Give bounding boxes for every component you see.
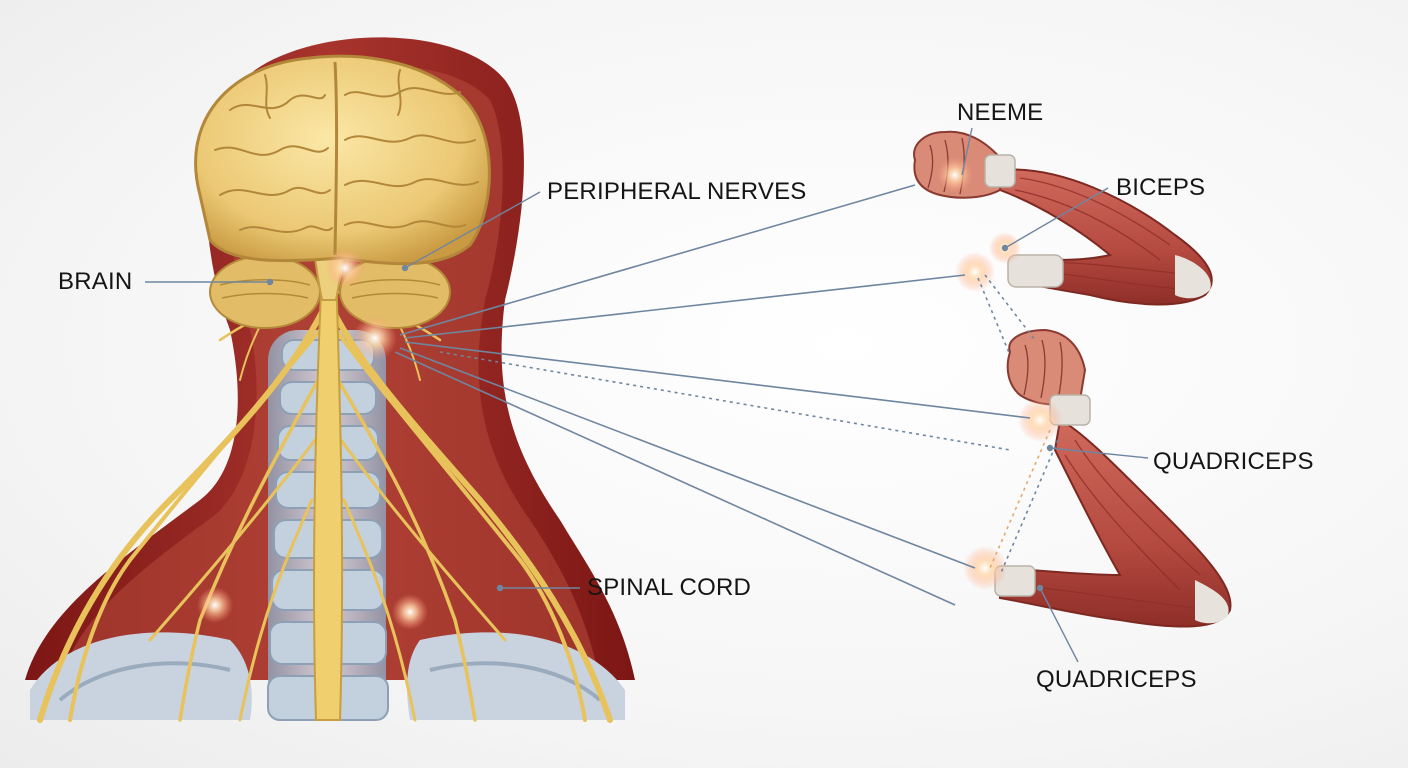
label-brain: BRAIN [58, 268, 133, 295]
label-neeme: NEEME [957, 99, 1044, 126]
label-biceps: BICEPS [1116, 174, 1206, 201]
signal-glows-spine [197, 248, 428, 630]
label-quadriceps-lower: QUADRICEPS [1036, 666, 1197, 693]
cerebrum [194, 54, 491, 266]
lower-arm [963, 328, 1232, 628]
label-peripheral-nerves: PERIPHERAL NERVES [547, 178, 807, 205]
upper-arm [913, 130, 1213, 306]
label-spinal-cord: SPINAL CORD [587, 574, 752, 601]
nerve-connection-lines [394, 184, 1059, 606]
label-leader-lines [145, 127, 1149, 663]
cerebellum [209, 255, 451, 329]
spinal-cord [312, 269, 344, 721]
label-quadriceps-upper: QUADRICEPS [1153, 448, 1314, 475]
